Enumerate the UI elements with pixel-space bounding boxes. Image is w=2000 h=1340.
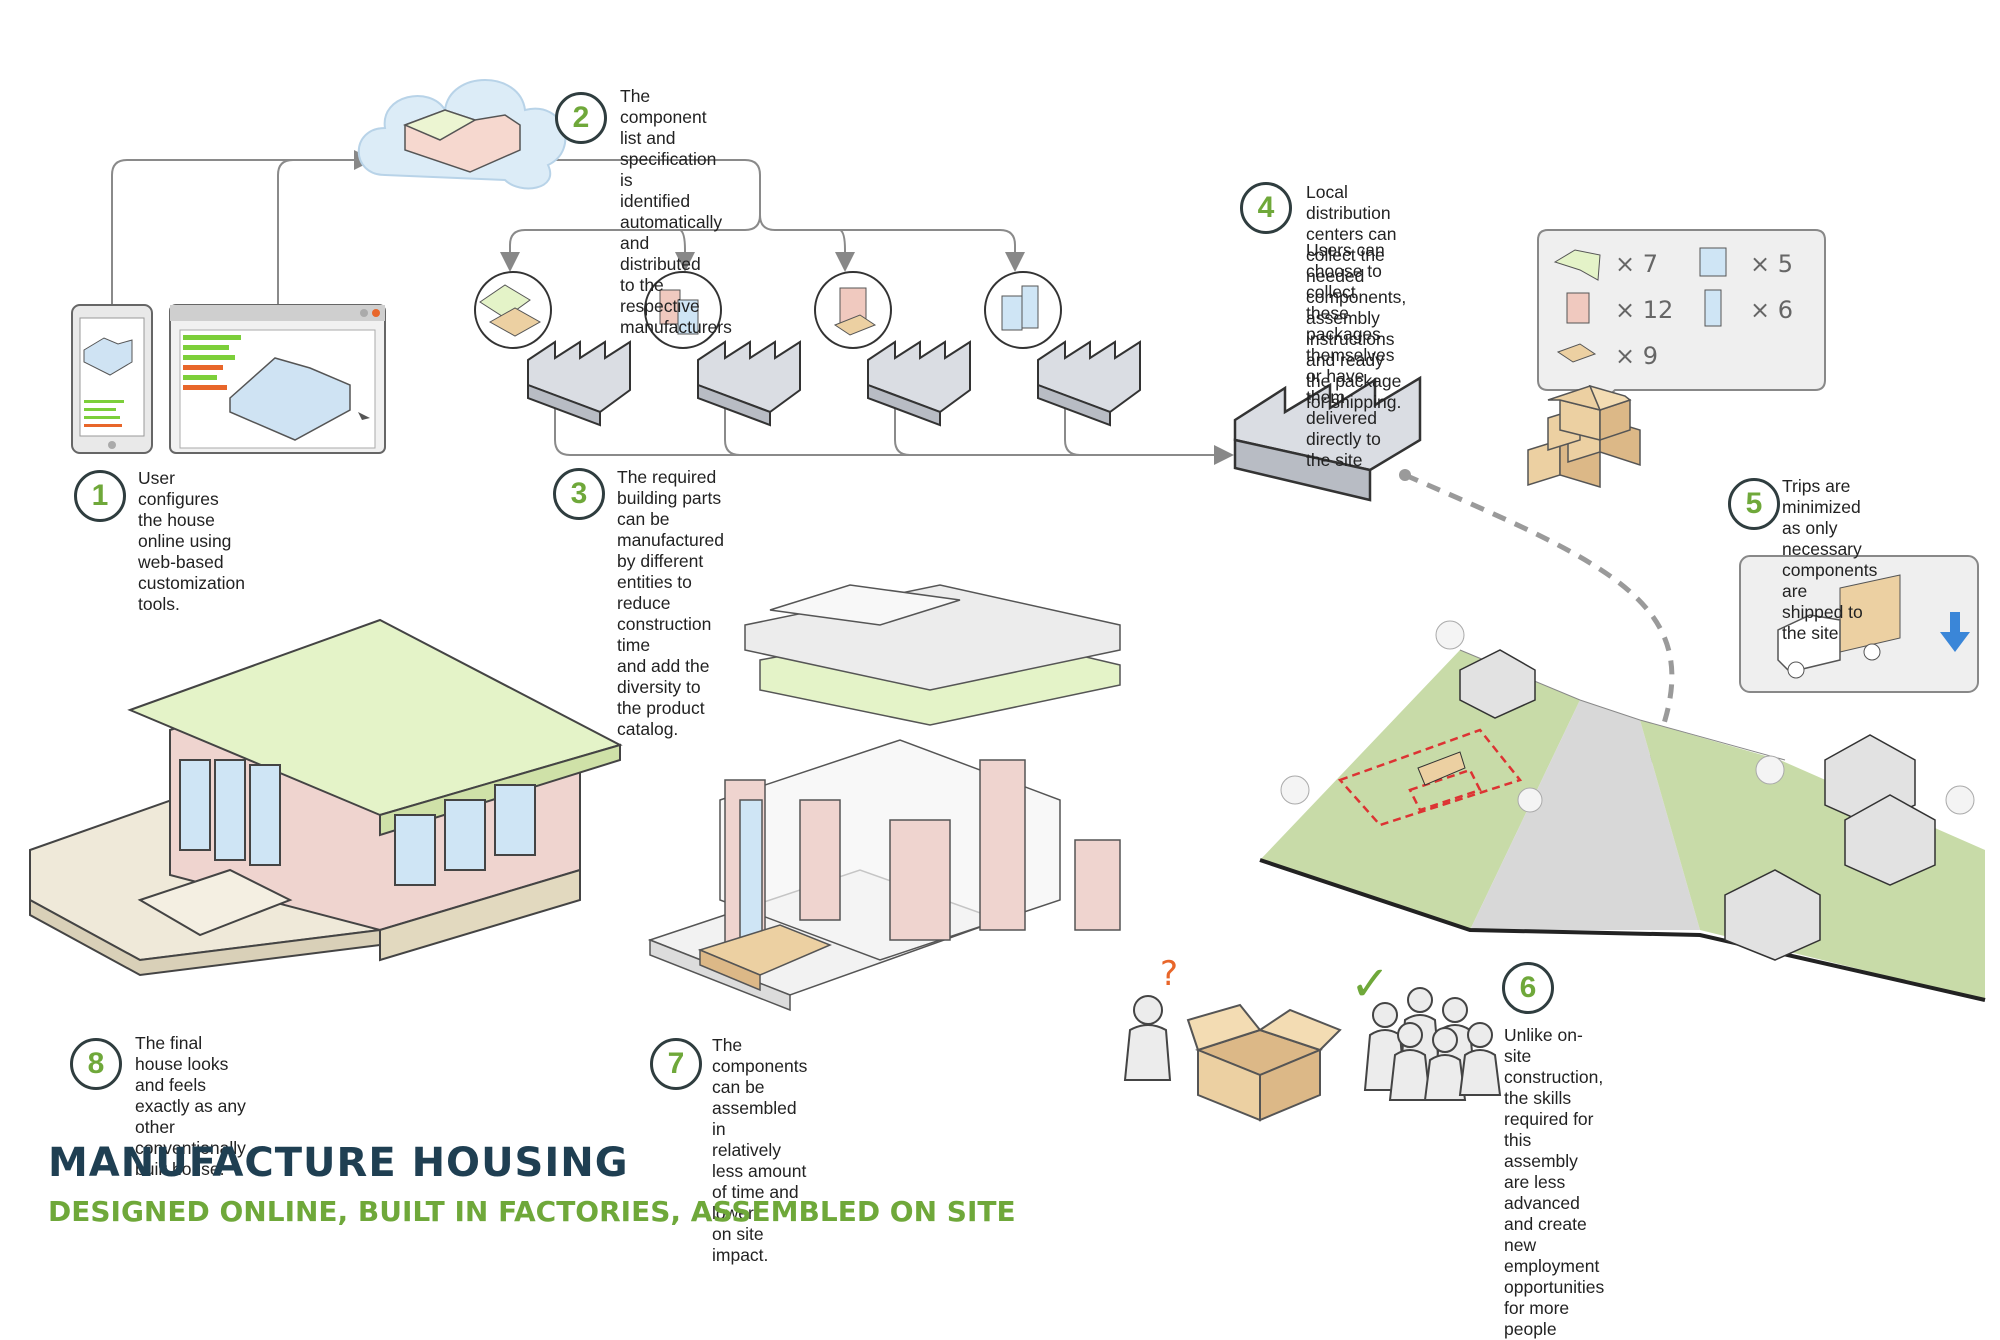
text-line: Trips are minimized as only [1782, 476, 1861, 538]
site-plan [1259, 620, 1986, 1002]
component-bubble-wall-panel [814, 271, 892, 349]
question-mark: ? [1160, 954, 1178, 994]
text-line: assembly instructions and ready the pack… [1306, 308, 1402, 412]
text-line: The component list and specification is [620, 86, 717, 190]
text-line: customization tools. [138, 573, 245, 614]
text-line: User configures the house [138, 468, 219, 530]
step-7-badge: 7 [650, 1038, 702, 1090]
count-windows: × 5 [1750, 250, 1793, 278]
box-stack-icon [1527, 384, 1641, 489]
factory-icon [527, 340, 1141, 427]
text-line: these packages themselves [1306, 303, 1395, 365]
text-line: Unlike on-site construction, the skills [1504, 1025, 1604, 1108]
step-4-text: Local distribution centers can collect t… [1306, 182, 1406, 413]
step-6-text: Unlike on-site construction, the skills … [1504, 1025, 1604, 1340]
text-line: by different entities to reduce construc… [617, 551, 712, 655]
text-line: opportunities for more people [1504, 1277, 1605, 1339]
page-subtitle: DESIGNED ONLINE, BUILT IN FACTORIES, ASS… [48, 1195, 1016, 1228]
text-line: to the respective manufacturers [620, 275, 732, 337]
text-line: The components can be assembled in [712, 1035, 808, 1139]
package-contents-card: × 7 × 5 × 12 × 6 × 9 [1537, 229, 1826, 408]
text-line: on site impact. [712, 1224, 769, 1265]
text-line: The required building parts can be manuf… [617, 467, 725, 550]
distribution-center-building [1233, 375, 1422, 502]
text-line: relatively less amount of time and lower [712, 1140, 807, 1223]
text-line: Users can choose to collect [1306, 240, 1385, 302]
single-worker-icon [1123, 995, 1172, 1081]
component-bubble-doors [984, 271, 1062, 349]
component-bubble-windows [644, 271, 722, 349]
cloud-icon [357, 79, 567, 190]
text-line: directly to the site [1306, 429, 1381, 470]
step-1-badge: 1 [74, 470, 126, 522]
exploded-house-assembly [647, 584, 1121, 1012]
component-bubble-roof [474, 271, 552, 349]
count-doors: × 6 [1750, 296, 1793, 324]
text-line: advanced and create new employment [1504, 1193, 1600, 1276]
page-title: MANUFACTURE HOUSING [48, 1140, 629, 1186]
count-floor-panels: × 9 [1615, 342, 1658, 370]
tablet-device-icon [71, 304, 153, 454]
step-8-badge: 8 [70, 1038, 122, 1090]
text-line: and add the diversity to the product cat… [617, 656, 710, 739]
text-line: exactly as any other [135, 1096, 246, 1137]
browser-window-icon [169, 304, 386, 454]
text-line: required for this assembly are less [1504, 1109, 1594, 1192]
step-7-text: The components can be assembled in relat… [712, 1035, 807, 1266]
diagram-stage: × 7 × 5 × 12 × 6 × 9 [29, 79, 1986, 1339]
step-6-badge: 6 [1502, 962, 1554, 1014]
text-line: shipped to the site [1782, 602, 1863, 643]
step-3-badge: 3 [553, 468, 605, 520]
delivery-truck-card [1739, 555, 1979, 693]
workers-illustration: ? ✓ [1123, 954, 1502, 1122]
text-line: Local distribution centers can collect t… [1306, 182, 1407, 307]
step-5-text: Trips are minimized as only necessary co… [1782, 476, 1877, 644]
step-1-text: User configures the house online using w… [138, 468, 245, 615]
open-box-icon [1186, 1003, 1342, 1122]
flow-connectors [111, 150, 1234, 465]
step-5-badge: 5 [1728, 478, 1780, 530]
step-2-text: The component list and specification is … [620, 86, 732, 338]
text-line: or have them delivered [1306, 366, 1378, 428]
worker-group-icon [1363, 987, 1502, 1101]
text-line: online using web-based [138, 531, 232, 572]
count-wall-panels: × 12 [1615, 296, 1673, 324]
count-roof-panels: × 7 [1615, 250, 1658, 278]
text-line: The final house looks and feels [135, 1033, 229, 1095]
step-8-text: The final house looks and feels exactly … [135, 1033, 246, 1180]
final-house [29, 618, 623, 977]
text-line: necessary components are [1782, 539, 1878, 601]
diagram-illustration: × 7 × 5 × 12 × 6 × 9 [29, 79, 1986, 1122]
step-2-badge: 2 [555, 92, 607, 144]
step-4-extra-text: Users can choose to collect these packag… [1306, 240, 1395, 471]
step-4-badge: 4 [1240, 182, 1292, 234]
text-line: identified automatically and distributed [620, 191, 723, 274]
text-line: conventionally built house. [135, 1138, 246, 1179]
step-3-text: The required building parts can be manuf… [617, 467, 724, 740]
